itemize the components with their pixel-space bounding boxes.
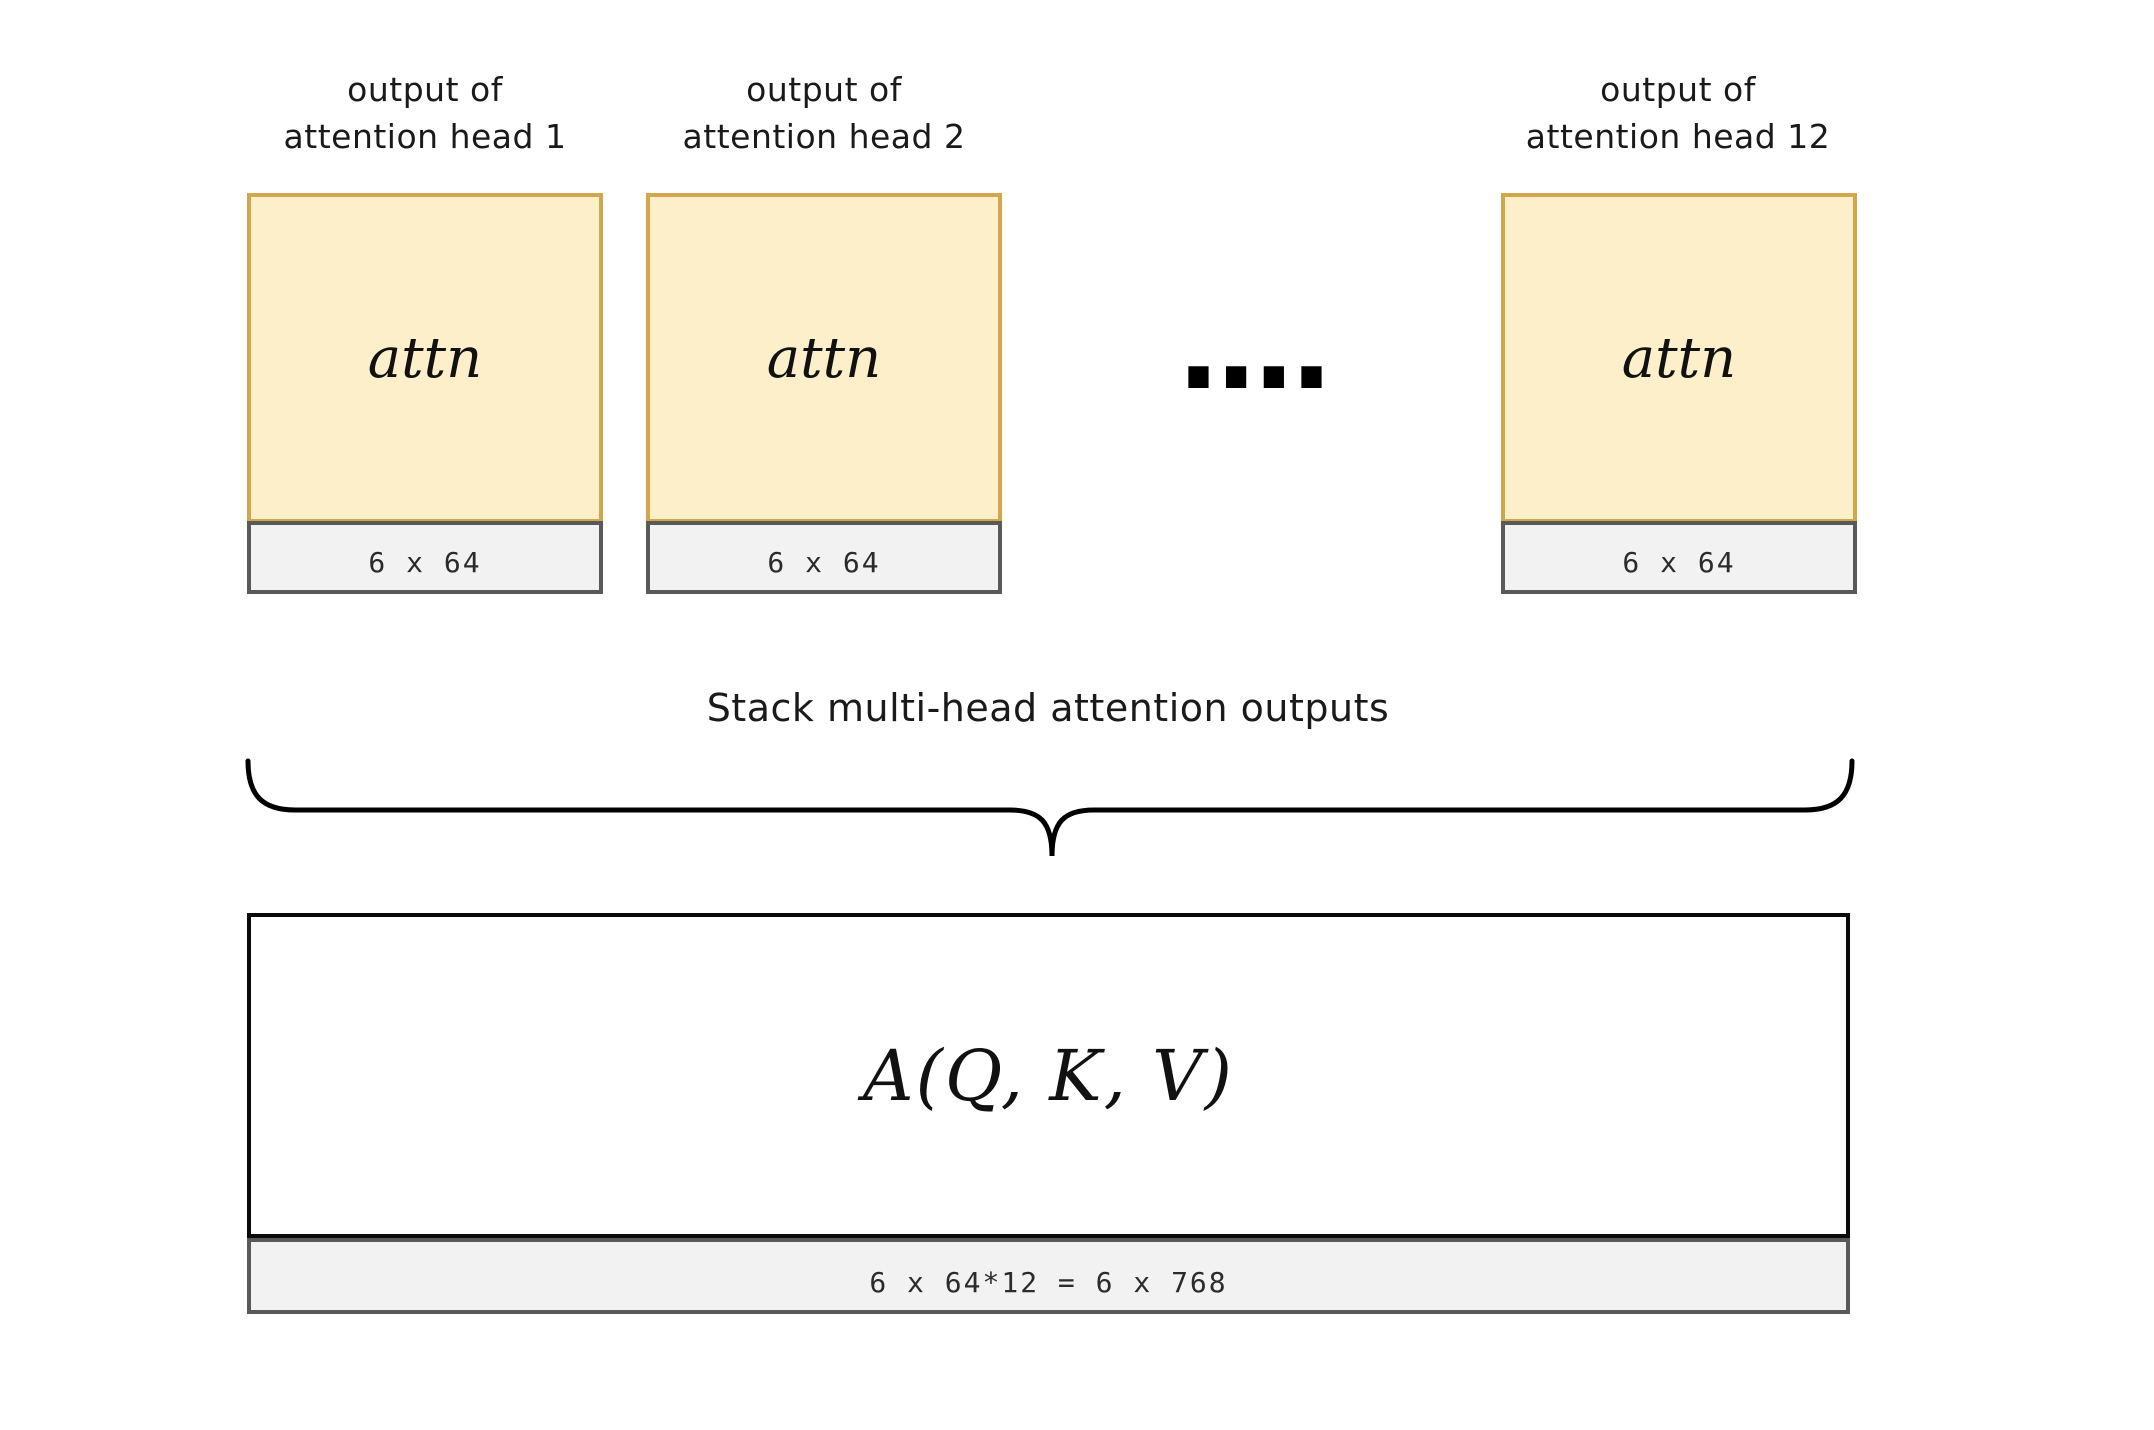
head-2-label-line1: output of — [746, 70, 902, 109]
stacked-dims-text: 6 x 64*12 = 6 x 768 — [869, 1265, 1228, 1299]
head-12-label-line1: output of — [1600, 70, 1756, 109]
head-1-output-box: attn — [247, 193, 603, 523]
stack-caption: Stack multi-head attention outputs — [706, 686, 1390, 730]
head-1-label-line2: attention head 1 — [283, 117, 567, 156]
head-1-label-line1: output of — [347, 70, 503, 109]
head-2-output-box: attn — [646, 193, 1002, 523]
head-1-dims-bar: 6 x 64 — [247, 521, 603, 594]
stacked-formula: A(Q, K, V) — [863, 1034, 1234, 1117]
head-2-dims-bar: 6 x 64 — [646, 521, 1002, 594]
head-2-dims-text: 6 x 64 — [767, 546, 881, 579]
brace-icon — [245, 758, 1855, 857]
head-12-dims-text: 6 x 64 — [1622, 546, 1736, 579]
head-12-label: output of attention head 12 — [1428, 66, 1928, 160]
stacked-output-box: A(Q, K, V) — [247, 913, 1850, 1238]
head-2-formula: attn — [766, 325, 882, 391]
stacked-dims-bar: 6 x 64*12 = 6 x 768 — [247, 1238, 1850, 1314]
head-12-dims-bar: 6 x 64 — [1501, 521, 1857, 594]
head-1-dims-text: 6 x 64 — [368, 546, 482, 579]
head-1-label: output of attention head 1 — [175, 66, 675, 160]
head-1-formula: attn — [367, 325, 483, 391]
head-2-label: output of attention head 2 — [574, 66, 1074, 160]
head-12-label-line2: attention head 12 — [1525, 117, 1831, 156]
head-12-output-box: attn — [1501, 193, 1857, 523]
head-2-label-line2: attention head 2 — [682, 117, 966, 156]
head-12-formula: attn — [1621, 325, 1737, 391]
ellipsis-dots: .... — [1176, 282, 1334, 416]
